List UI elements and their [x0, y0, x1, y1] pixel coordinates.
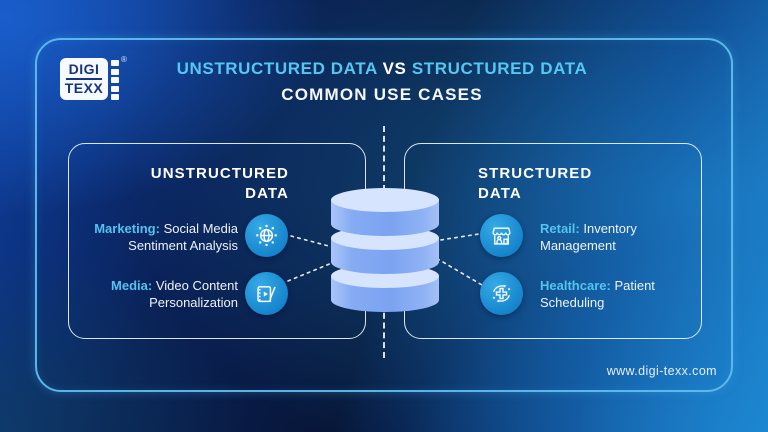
- logo-divider: [66, 78, 102, 80]
- unstructured-panel-title: UNSTRUCTURED DATA: [150, 165, 289, 202]
- title-structured: STRUCTURED DATA: [411, 59, 588, 78]
- outer-border-frame: [35, 38, 733, 392]
- video-edit-icon: [245, 272, 288, 315]
- main-title: UNSTRUCTURED DATA VS STRUCTURED DATA: [35, 56, 729, 82]
- storefront-icon: [480, 214, 523, 257]
- logo-box: DIGI TEXX: [60, 58, 108, 100]
- website-link[interactable]: www.digi-texx.com: [606, 364, 717, 378]
- title-unstructured: UNSTRUCTURED DATA: [176, 59, 378, 78]
- digi-texx-logo: DIGI TEXX ®: [60, 55, 127, 100]
- medical-cross-icon: [480, 272, 523, 315]
- filmstrip-icon: [111, 60, 119, 100]
- social-globe-icon: [245, 214, 288, 257]
- usecase-retail: Retail: Inventory Management: [540, 221, 637, 253]
- usecase-healthcare: Healthcare: Patient Scheduling: [540, 278, 655, 310]
- usecase-marketing: Marketing: Social Media Sentiment Analys…: [94, 221, 238, 253]
- logo-text-bottom: TEXX: [64, 80, 104, 96]
- registered-trademark: ®: [121, 55, 127, 64]
- unstructured-data-panel: UNSTRUCTURED DATA: [68, 143, 366, 339]
- subtitle: COMMON USE CASES: [281, 85, 483, 104]
- usecase-media: Media: Video Content Personalization: [111, 278, 238, 310]
- title-vs: VS: [382, 59, 407, 78]
- logo-text-top: DIGI: [68, 61, 100, 78]
- title-block: UNSTRUCTURED DATA VS STRUCTURED DATA COM…: [35, 56, 729, 108]
- database-cylinder-icon: [331, 188, 439, 312]
- structured-panel-title: STRUCTURED DATA: [478, 165, 593, 202]
